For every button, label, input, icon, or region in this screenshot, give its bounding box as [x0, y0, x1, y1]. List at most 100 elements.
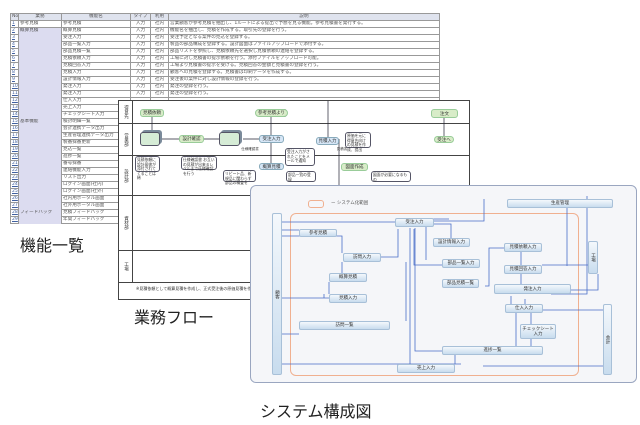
cell-name: 概算見積: [61, 27, 131, 35]
flow-node-estimate-entry: 見積入力: [316, 137, 339, 145]
column-header: 機能名: [61, 13, 131, 21]
cell-desc: 受注後の案件に対し設計情報の登録を行う。: [168, 76, 440, 84]
cell-cat: 概算見積: [18, 27, 62, 35]
cell-cat: [18, 83, 62, 91]
flow-node-document-icon: [140, 132, 160, 146]
cell-type: 入力: [130, 62, 151, 70]
cell-no: 10: [10, 83, 19, 91]
column-header: 業務: [18, 13, 62, 21]
cell-cat: [18, 167, 62, 175]
sys-node-visit-list: 訪問一覧: [299, 321, 390, 330]
cell-cat: [18, 55, 62, 63]
cell-desc: 工場より見積書の提示を受ける。見積回答の金額と見積書の登録を行う。: [168, 62, 440, 70]
flow-callout: 受注入力がされたことをメールで通知: [285, 148, 315, 166]
system-range-boundary: [290, 213, 579, 376]
cell-cat: [18, 62, 62, 70]
cell-no: 27: [10, 202, 19, 210]
cell-name: 部品見積一覧: [61, 48, 131, 56]
cell-cat: [18, 174, 62, 182]
cell-cat: [18, 48, 62, 56]
sys-node-reference: 参考見積: [299, 229, 337, 237]
flow-node-spec-doc-icon: [219, 132, 240, 146]
cell-cat: [18, 216, 62, 224]
cell-use: 社内: [150, 27, 169, 35]
cell-cat: [18, 34, 62, 42]
cell-desc: 製品の部品構成を登録する。設計図面はファイルアップロードで添付する。: [168, 41, 440, 49]
cell-cat: [18, 90, 62, 98]
column-header: 利用: [150, 13, 169, 21]
cell-no: 15: [10, 118, 19, 126]
cell-type: 入力: [130, 48, 151, 56]
cell-no: 8: [10, 69, 19, 77]
cell-cat: [18, 69, 62, 77]
cell-use: 社内: [150, 83, 169, 91]
cell-use: 社内: [150, 48, 169, 56]
cell-no: 26: [10, 195, 19, 203]
cell-cat: [18, 188, 62, 196]
cell-cat: [18, 111, 62, 119]
cell-cat: [18, 104, 62, 112]
cell-cat: [18, 132, 62, 140]
cell-use: 社内: [150, 20, 169, 28]
sys-node-customer: 顧客: [272, 213, 282, 375]
flow-node-design-check: 設計確認: [179, 135, 204, 143]
cell-name: 参考見積: [61, 20, 131, 28]
flow-node-order: 注文: [431, 109, 458, 118]
lane-label: 工場: [119, 251, 133, 282]
cell-cat: [18, 76, 62, 84]
lane-customer: 得意先: [119, 101, 469, 124]
sys-node-progress: 進捗一覧: [442, 346, 543, 355]
cell-cat: [18, 160, 62, 168]
sys-node-estimate-entry: 見積入力: [329, 294, 367, 303]
flow-callout: リピート品、新規品に関わらず部品の精査を: [223, 170, 256, 185]
cell-no: 28: [10, 209, 19, 217]
cell-use: 社内: [150, 41, 169, 49]
flow-label-estimate-doc: 見積書: [336, 147, 348, 151]
cell-use: 社内: [150, 76, 169, 84]
function-list-caption: 機能一覧: [20, 236, 85, 255]
flow-callout: 原価を元に得意先向けの見積を作成、提出: [345, 132, 371, 152]
flow-node-rough-estimate: 概算見積: [259, 163, 284, 170]
flow-node-order-entry: 受注入力: [259, 135, 284, 143]
cell-type: 入力: [130, 76, 151, 84]
cell-cat: フィードバック: [18, 209, 62, 217]
cell-cat: 基本機能: [18, 118, 62, 126]
flow-note: ※見積依頼として概算見積を作成し、正式受注後の原価見積を作成: [136, 286, 256, 291]
legend-range-swatch: [308, 200, 324, 208]
lane-label: 得意先: [119, 101, 133, 123]
sys-node-factory: 工場: [588, 241, 598, 274]
flow-label-spec-doc: 仕様確認書: [241, 147, 259, 151]
cell-desc: 発注の登録を行う。: [168, 83, 440, 91]
cell-no: 18: [10, 139, 19, 147]
cell-no: 14: [10, 111, 19, 119]
cell-no: 5: [10, 48, 19, 56]
cell-no: 9: [10, 76, 19, 84]
cell-type: 入力: [130, 20, 151, 28]
cell-no: 2: [10, 27, 19, 35]
sys-node-estimate-reply: 見積回答入力: [504, 265, 542, 274]
cell-no: 22: [10, 167, 19, 175]
column-header: No: [10, 13, 19, 21]
sys-node-design-info: 設計情報入力: [433, 238, 470, 247]
cell-name: 見積回答入力: [61, 62, 131, 70]
sys-node-order-entry: 受注入力: [395, 218, 434, 227]
cell-name: 部品一覧入力: [61, 41, 131, 49]
cell-use: 社内: [150, 69, 169, 77]
cell-cat: [18, 97, 62, 105]
cell-no: 25: [10, 188, 19, 196]
cell-desc: 営業顧客が参考見積を抽出し、1ルートによる提出で予想を見る機能。参考見積書を発行…: [168, 20, 440, 28]
cell-no: 16: [10, 125, 19, 133]
business-flow-caption: 業務フロー: [134, 308, 215, 327]
sys-node-production: 生産管理: [507, 199, 613, 208]
flow-node-reference: 参考見積より: [255, 109, 288, 117]
cell-name: 発注入力: [61, 83, 131, 91]
cell-no: 11: [10, 90, 19, 98]
sys-node-rough-estimate: 概算見積: [329, 273, 367, 282]
sys-node-purchase: 仕入入力: [505, 304, 543, 313]
cell-type: 入力: [130, 41, 151, 49]
